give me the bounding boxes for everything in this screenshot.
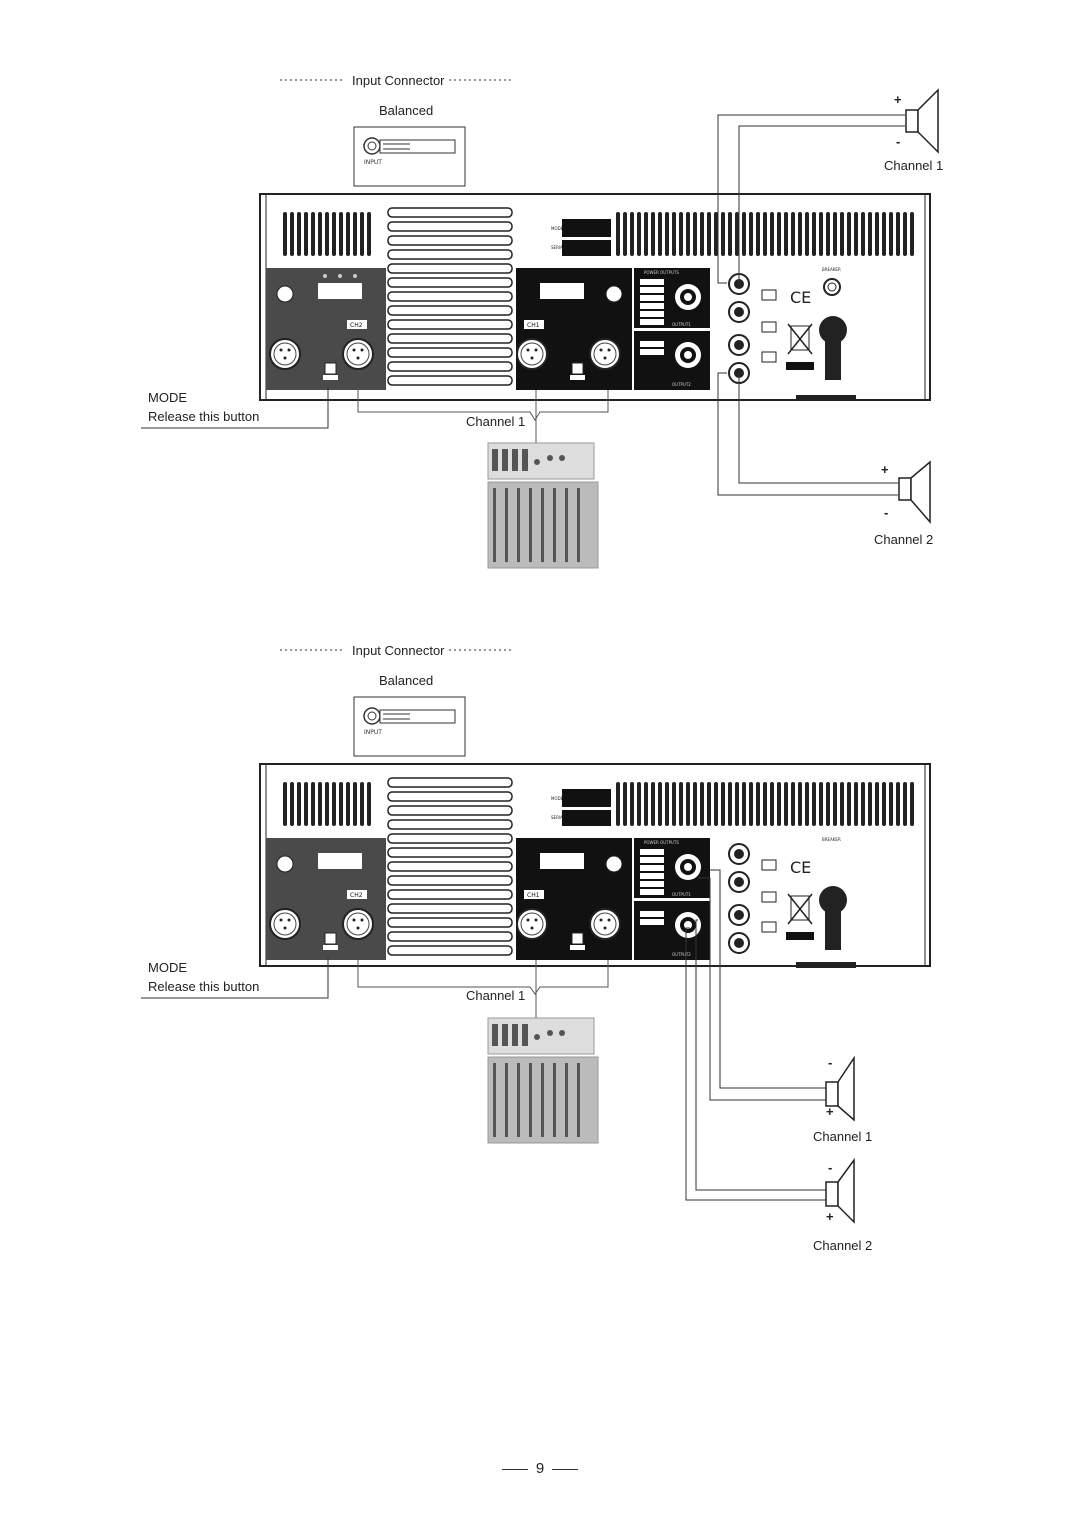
mode-label-2: MODE (148, 960, 187, 975)
connector-input-text: INPUT (364, 159, 382, 166)
ch1-input-panel-2: CH1 (516, 838, 632, 960)
left-vent-slots (283, 212, 371, 256)
model-label: MODEL (551, 226, 566, 231)
ce-mark: CE (790, 288, 811, 307)
output1-label-2: OUTPUT1 (672, 892, 691, 897)
speaker-2-plus: + (881, 462, 889, 477)
amplifier-rear-panel: MODEL SERIAL (259, 193, 931, 401)
center-vent-slots (387, 207, 513, 386)
binding-posts (728, 273, 777, 384)
ch2-label-2: CH2 (350, 892, 363, 899)
xlr-connector-illustration: INPUT (353, 126, 466, 187)
mixer-channel-label-2: Channel 1 (466, 988, 526, 1003)
release-button-label: Release this button (148, 409, 260, 424)
model-label-2: MODEL (551, 796, 566, 801)
amp-diagram-1-svg: INPUT (141, 79, 939, 569)
ce-mark-2: CE (790, 858, 811, 877)
mode-label: MODE (148, 390, 187, 405)
page-number-text: 9 (535, 1460, 545, 1477)
power-outputs-label-2: POWER OUTPUTS (644, 840, 679, 845)
ch2-input-panel-2: CH2 (266, 838, 386, 960)
weee-bin-icon (787, 323, 813, 355)
speaker-2b-plus: + (826, 1209, 834, 1224)
speaker-channel-1 (905, 88, 939, 154)
speaker-1-plus: + (894, 92, 902, 107)
power-cord (819, 316, 847, 380)
ch2-label: CH2 (350, 322, 363, 329)
ch1-label-2: CH1 (527, 892, 540, 899)
release-button-label-2: Release this button (148, 979, 260, 994)
speaker-channel-1-b (825, 1055, 855, 1122)
serial-label-2: SERIAL (551, 815, 566, 820)
amp-diagram-2-svg: INPUT (141, 649, 931, 1224)
speaker-2b-minus: - (828, 1160, 833, 1175)
speaker-1b-plus: + (826, 1104, 834, 1119)
mixer-console (487, 442, 599, 569)
xlr-connector-illustration-2: INPUT (353, 696, 466, 757)
balanced-label: Balanced (379, 103, 434, 118)
weee-bin-icon-2 (787, 893, 813, 925)
output1-label: OUTPUT1 (672, 322, 691, 327)
page-number: 9 (0, 1460, 1080, 1477)
speaker-2b-channel-label: Channel 2 (813, 1238, 873, 1253)
speaker-1-channel-label: Channel 1 (884, 158, 944, 173)
right-vent-slots (616, 212, 914, 256)
serial-label: SERIAL (551, 245, 566, 250)
speaker-1b-channel-label: Channel 1 (813, 1129, 873, 1144)
breaker-label-2: BREAKER (822, 837, 841, 842)
output2-label-2: OUTPUT2 (672, 952, 691, 957)
ch1-input-panel: CH1 (516, 268, 632, 390)
balanced-label-2: Balanced (379, 673, 434, 688)
power-outputs-panel-2: POWER OUTPUTS OUTPUT1 OUTPUT2 (634, 838, 710, 960)
speaker-1-minus: - (896, 134, 901, 149)
power-cord-2 (819, 886, 847, 950)
speaker-channel-2 (898, 460, 931, 525)
mixer-console-2 (487, 1017, 599, 1144)
mixer-channel-label: Channel 1 (466, 414, 526, 429)
input-connector-label: Input Connector (352, 73, 445, 88)
binding-posts-2 (728, 843, 777, 954)
ch2-input-panel: CH2 (266, 268, 386, 390)
input-connector-label-2: Input Connector (352, 643, 445, 658)
power-outputs-label: POWER OUTPUTS (644, 270, 679, 275)
connector-input-text-2: INPUT (364, 729, 382, 736)
speaker-channel-2-b (825, 1157, 855, 1224)
speaker-1b-minus: - (828, 1055, 833, 1070)
breaker-label: BREAKER (822, 267, 841, 272)
ch1-label: CH1 (527, 322, 540, 329)
speaker-2-channel-label: Channel 2 (874, 532, 934, 547)
output2-label: OUTPUT2 (672, 382, 691, 387)
power-outputs-panel: POWER OUTPUTS OUTPUT1 OUTPUT2 (634, 268, 710, 390)
amplifier-rear-panel-2: MODEL SERIAL (259, 763, 931, 968)
speaker-2-minus: - (884, 505, 889, 520)
